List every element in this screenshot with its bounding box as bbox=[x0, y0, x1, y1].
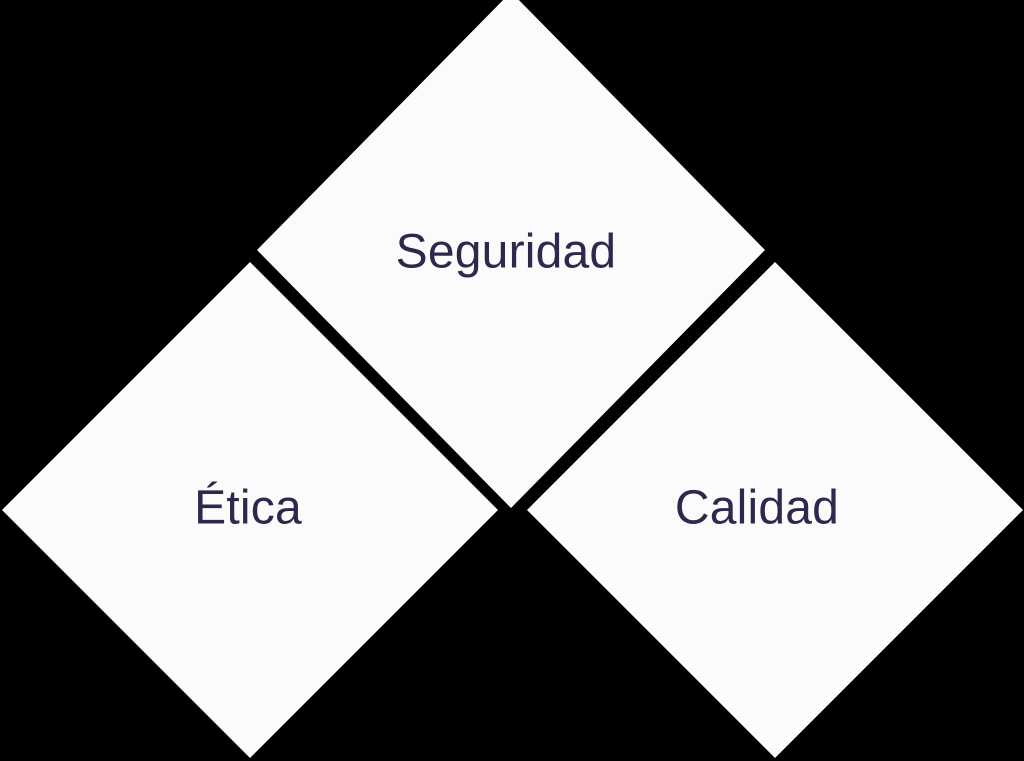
diamond-shape-seguridad[interactable] bbox=[257, 0, 765, 508]
diamond-shape-etica[interactable] bbox=[2, 262, 498, 758]
diamond-node-seguridad[interactable]: Seguridad bbox=[257, 0, 765, 508]
diamond-node-calidad[interactable]: Calidad bbox=[527, 262, 1023, 758]
diamond-label-calidad: Calidad bbox=[675, 482, 839, 535]
diamond-label-seguridad: Seguridad bbox=[396, 226, 617, 279]
diamond-shape-calidad[interactable] bbox=[527, 262, 1023, 758]
diamond-label-etica: Ética bbox=[194, 482, 302, 535]
diamond-node-etica[interactable]: Ética bbox=[2, 262, 498, 758]
